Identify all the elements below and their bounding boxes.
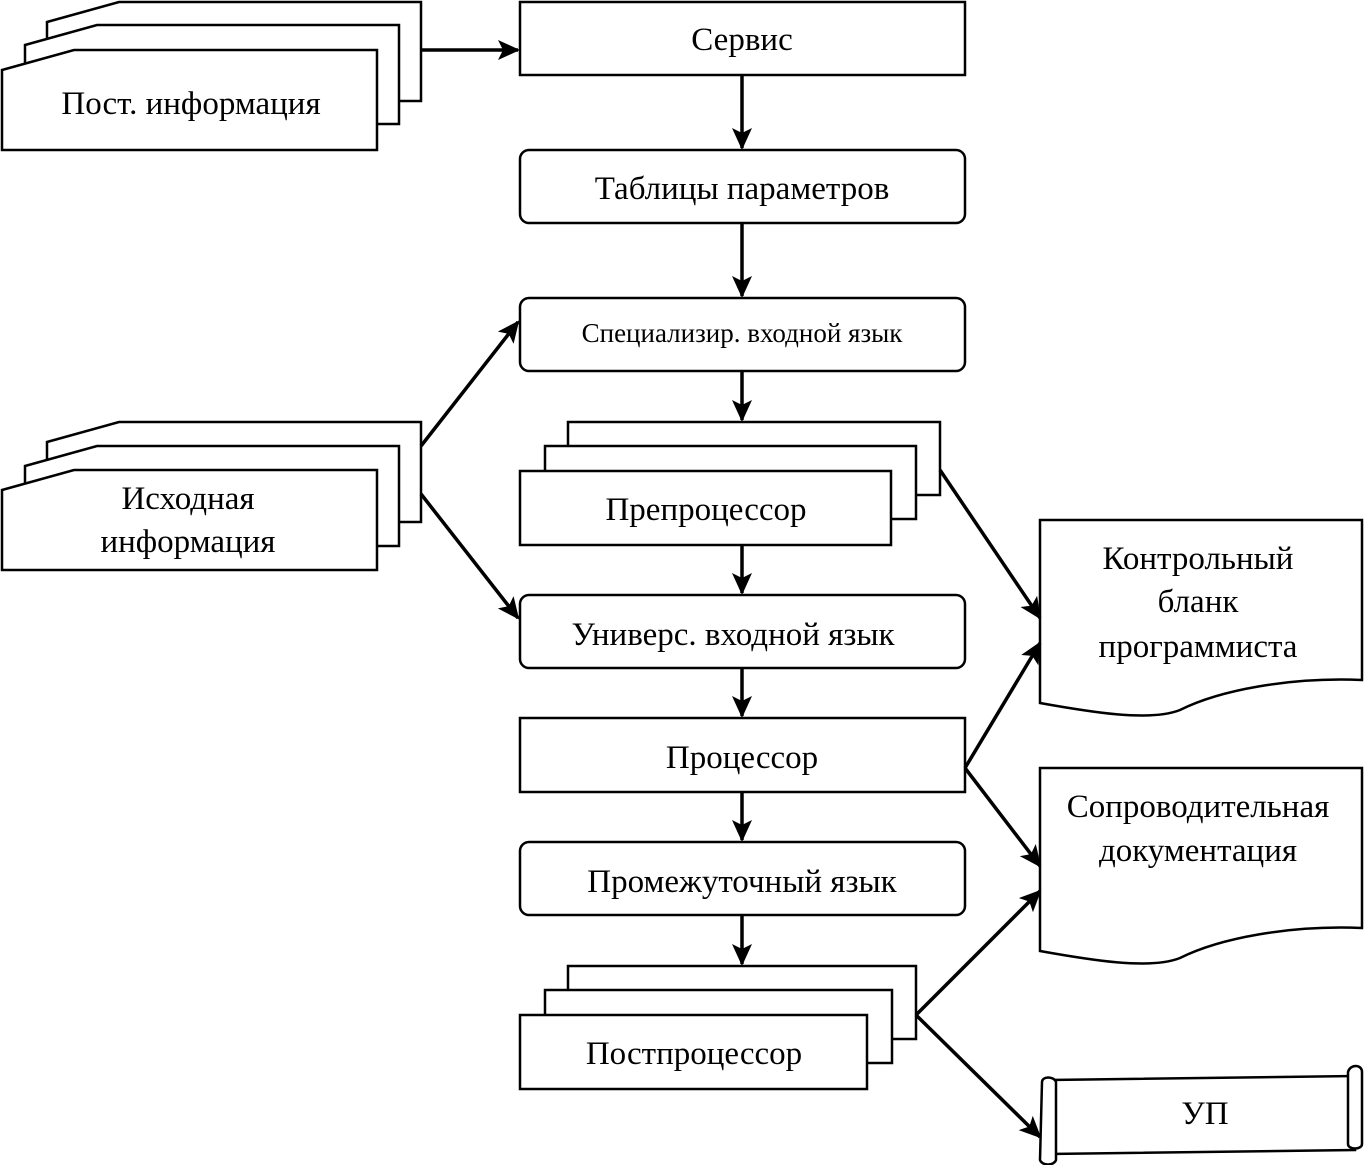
- arrow-processor-to-control-form: [963, 641, 1042, 769]
- param-tables-node: Таблицы параметров: [518, 148, 967, 225]
- univ-lang-node: Универс. входной язык: [518, 593, 967, 670]
- control-form-node: Контрольный бланк программиста: [1038, 518, 1364, 717]
- postprocessor-node: Постпроцессор: [518, 964, 918, 1091]
- documentation-label-2: документация: [1099, 833, 1297, 869]
- preprocessor-label: Препроцессор: [605, 492, 806, 528]
- documentation-node: Сопроводительная документация: [1038, 766, 1364, 965]
- param-tables-label: Таблицы параметров: [595, 171, 890, 207]
- control-form-label-3: программиста: [1099, 629, 1298, 665]
- arrow-processor-to-documentation: [963, 766, 1042, 868]
- source-info-node: Исходная информация: [0, 420, 423, 572]
- up-label: УП: [1181, 1096, 1228, 1132]
- service-label: Сервис: [691, 22, 792, 58]
- source-info-label-1: Исходная: [121, 481, 254, 517]
- arrow-postprocessor-to-up: [914, 1013, 1042, 1139]
- processor-node: Процессор: [518, 716, 967, 794]
- intermediate-lang-node: Промежуточный язык: [518, 840, 967, 917]
- service-node: Сервис: [518, 0, 967, 77]
- preprocessor-node: Препроцессор: [518, 420, 942, 547]
- post-info-label: Пост. информация: [61, 86, 320, 122]
- source-info-label-2: информация: [100, 524, 275, 560]
- arrows: [419, 40, 1042, 1139]
- arrow-preprocessor-to-control-form: [938, 469, 1042, 620]
- intermediate-lang-label: Промежуточный язык: [587, 864, 897, 900]
- documentation-label-1: Сопроводительная: [1067, 789, 1330, 825]
- spec-lang-node: Специализир. входной язык: [518, 296, 967, 373]
- processor-label: Процессор: [666, 740, 818, 776]
- arrow-postprocessor-to-documentation: [914, 889, 1042, 1017]
- univ-lang-label: Универс. входной язык: [571, 617, 895, 653]
- spec-lang-label: Специализир. входной язык: [582, 318, 904, 348]
- post-info-node: Пост. информация: [0, 0, 423, 152]
- up-node: УП: [1038, 1064, 1364, 1165]
- control-form-label-1: Контрольный: [1103, 541, 1294, 577]
- arrow-source-to-univ-lang: [419, 492, 520, 620]
- control-form-label-2: бланк: [1158, 584, 1240, 620]
- postprocessor-label: Постпроцессор: [586, 1036, 802, 1072]
- arrow-source-to-spec-lang: [419, 320, 520, 448]
